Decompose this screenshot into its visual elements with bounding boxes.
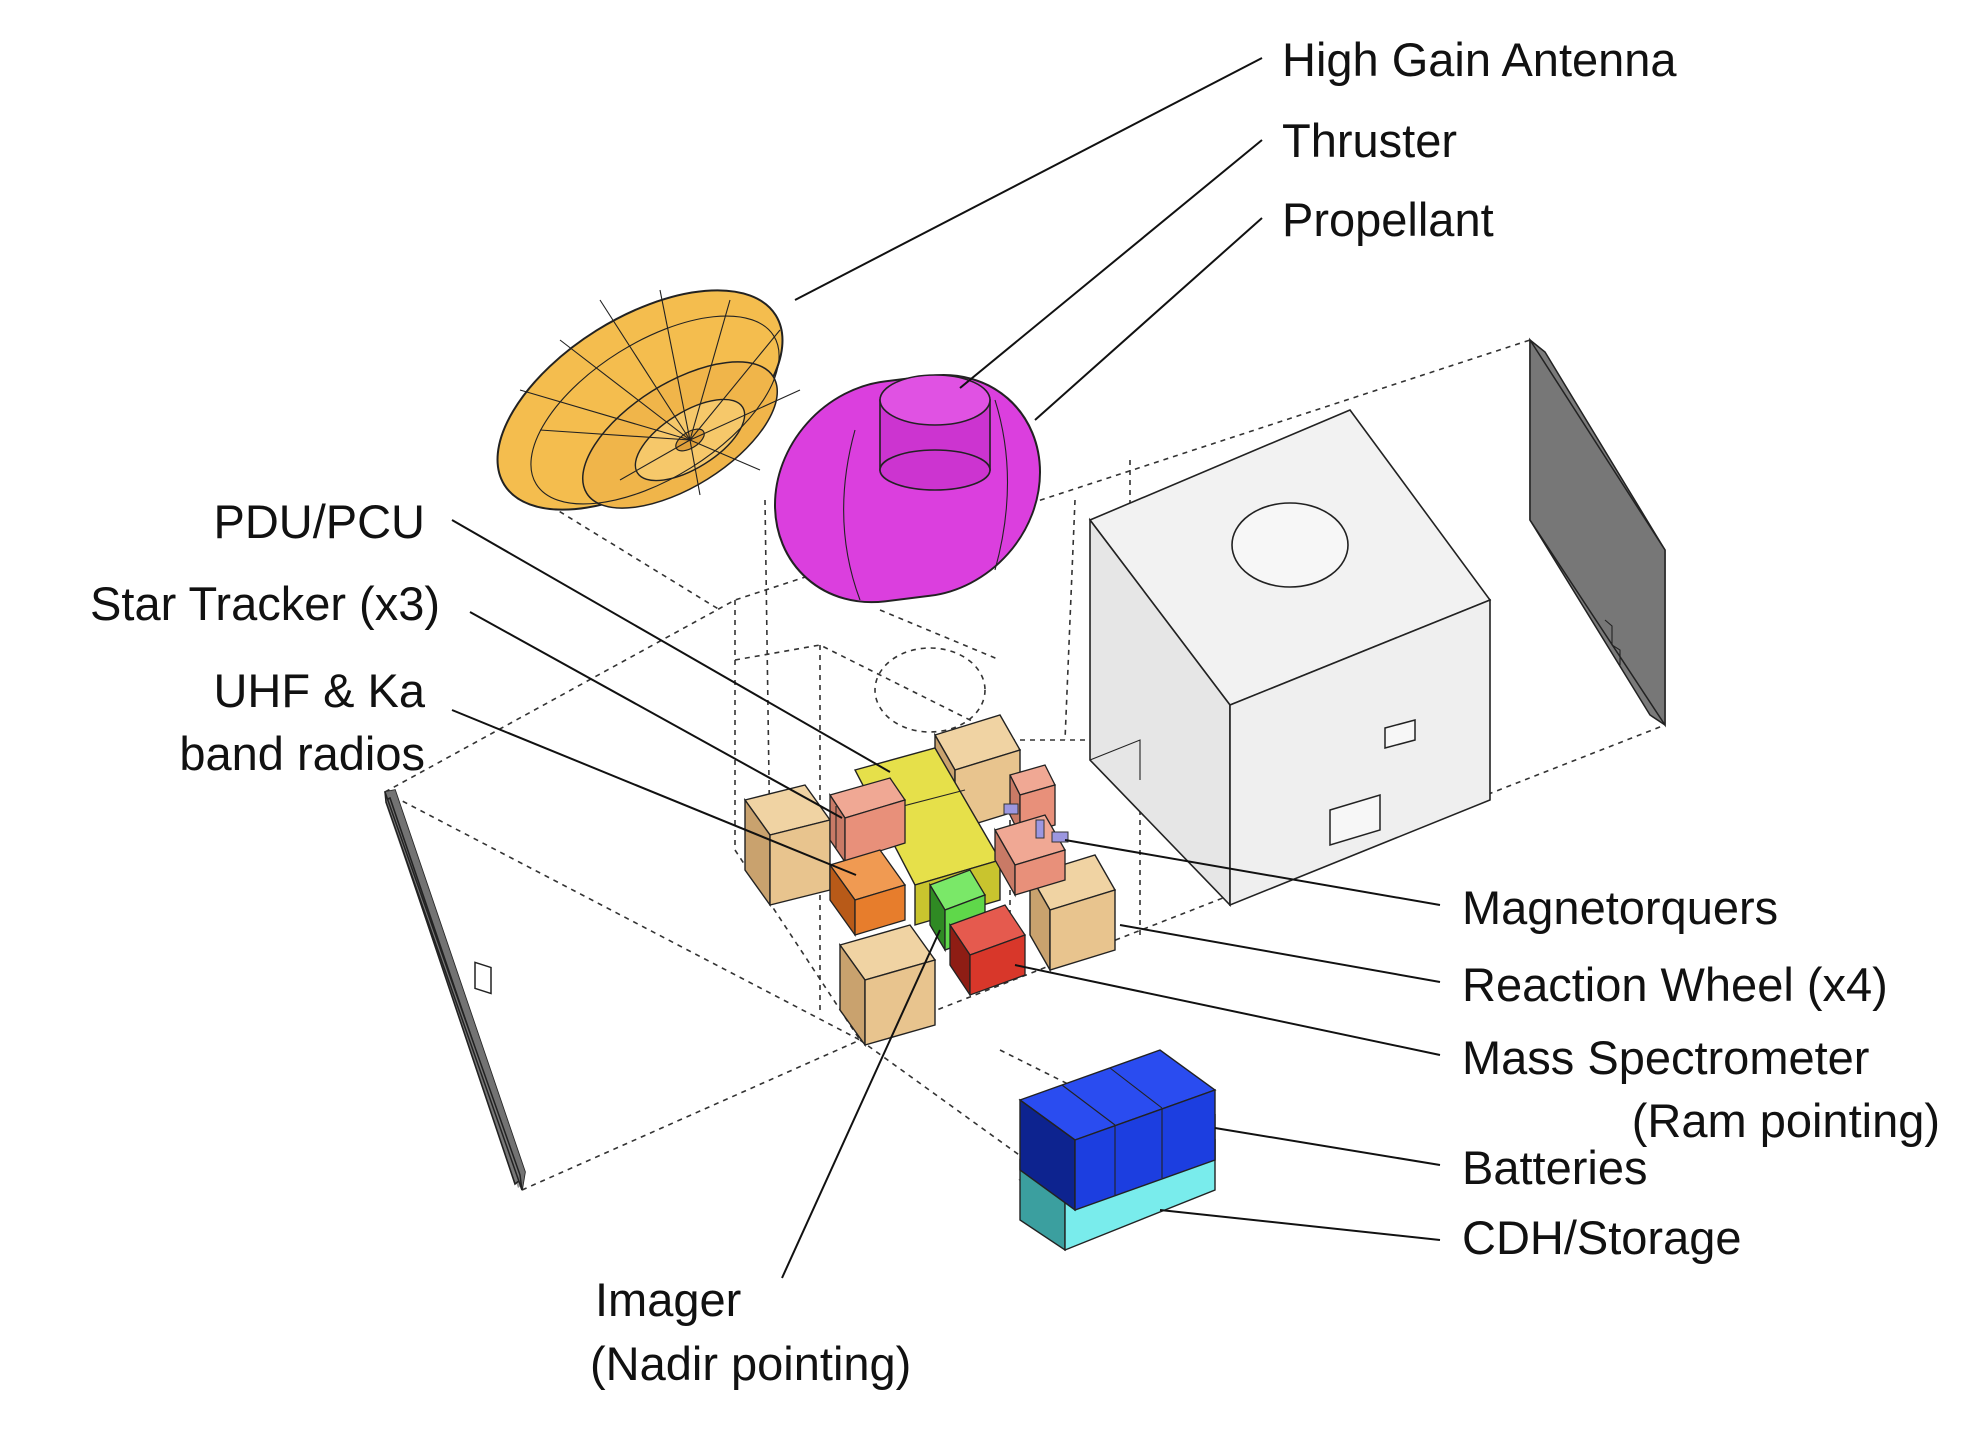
left-side-panel [383,789,526,1191]
label-batteries: Batteries [1462,1141,1647,1194]
reaction-wheel-group [743,714,1117,1048]
label-imager-line2: (Nadir pointing) [590,1337,911,1390]
label-propellant: Propellant [1282,193,1494,246]
label-thruster: Thruster [1282,114,1457,167]
leader-star-tracker [469,611,843,819]
leader-batteries [1214,1127,1441,1166]
leader-reaction-wheel [1119,924,1441,983]
label-uhf-ka-line1: UHF & Ka [213,664,425,717]
label-high-gain-antenna: High Gain Antenna [1282,33,1677,86]
leader-magnetorquers [1064,839,1441,906]
thruster [879,374,991,491]
leader-imager [781,929,941,1279]
battery-pack [1018,1049,1217,1212]
label-mass-spectrometer-line1: Mass Spectrometer [1462,1031,1869,1084]
bus-structure-box [1088,409,1492,907]
leader-mass-spectrometer [1014,964,1441,1056]
label-reaction-wheel: Reaction Wheel (x4) [1462,958,1888,1011]
uhf-ka-radio [828,849,907,938]
leader-high-gain-antenna [794,57,1263,301]
leader-uhf-ka [451,709,857,876]
label-star-tracker: Star Tracker (x3) [90,577,440,630]
labels: High Gain Antenna Thruster Propellant PD… [90,33,1940,1390]
leader-propellant [1034,217,1263,421]
high-gain-antenna-dish [496,289,801,511]
label-mass-spectrometer-line2: (Ram pointing) [1632,1094,1940,1147]
label-imager-line1: Imager [595,1273,741,1326]
leader-pdu-pcu [451,519,891,773]
leader-thruster [959,139,1263,389]
label-cdh-storage: CDH/Storage [1462,1211,1742,1264]
label-magnetorquers: Magnetorquers [1462,881,1778,934]
magnetorquer-group [1003,803,1069,843]
mass-spectrometer [949,904,1026,998]
leader-cdh-storage [1159,1209,1441,1241]
star-tracker-group [828,764,1066,898]
leader-lines [451,57,1441,1279]
label-pdu-pcu: PDU/PCU [213,495,425,548]
right-side-panel [1529,337,1666,728]
label-uhf-ka-line2: band radios [179,727,425,780]
